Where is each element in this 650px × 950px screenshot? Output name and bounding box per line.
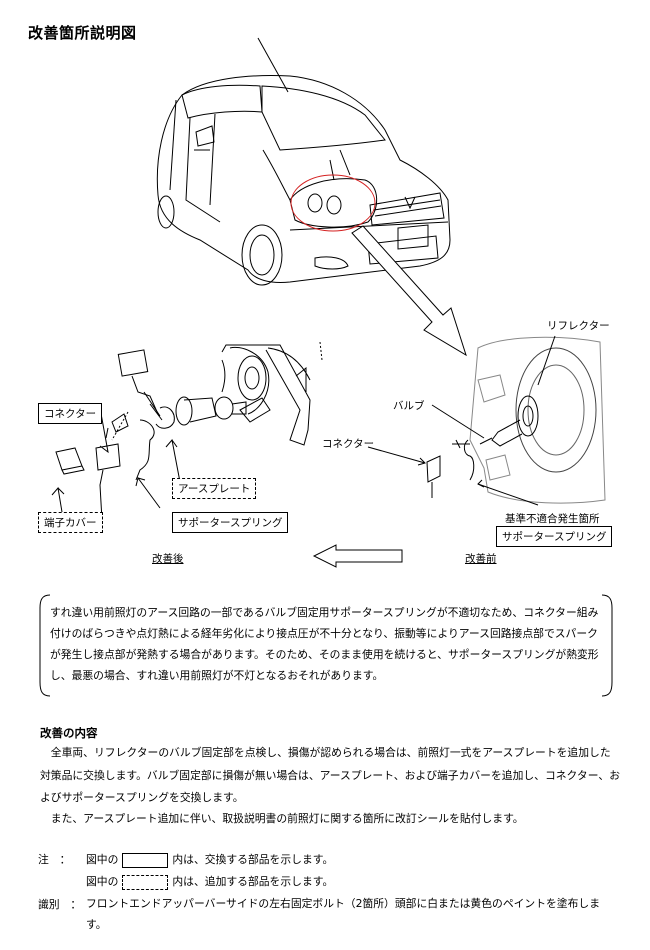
car-drawing	[156, 75, 451, 286]
dashed-box-swatch	[122, 874, 169, 890]
zoom-arrow	[351, 225, 467, 357]
label-earth-plate: アースプレート	[172, 478, 257, 499]
label-origin: 基準不適合発生箇所	[505, 513, 600, 525]
note-line-2-pre: 図中の	[86, 875, 119, 888]
before-detail-drawing	[367, 335, 606, 506]
bulb-leader	[431, 404, 485, 439]
improvement-heading: 改善の内容	[40, 726, 98, 740]
note-line-1-post: 内は、交換する部品を示します。	[172, 853, 334, 866]
caption-after: 改善後	[152, 553, 184, 565]
note-line-2: 図中の 内は、追加する部品を示します。	[86, 873, 333, 890]
label-connector-after: コネクター	[38, 403, 103, 424]
note-line-1-pre: 図中の	[86, 853, 119, 866]
diagram-illustration	[51, 37, 606, 568]
reflector-leader	[537, 335, 556, 386]
solid-box-swatch	[122, 852, 169, 868]
note-line-1: 図中の 内は、交換する部品を示します。	[86, 851, 333, 868]
after-arrow	[312, 544, 403, 568]
highlight-circle	[290, 174, 376, 232]
cover-leader	[51, 486, 65, 513]
pointer-line	[257, 37, 289, 93]
identification-label: 識別 ：	[38, 898, 82, 911]
connector-leader-after	[99, 407, 109, 454]
identification-text: フロントエンドアッパーバーサイドの左右固定ボルト（2箇所）頭部に白または黄色のペ…	[86, 897, 600, 931]
improvement-paragraph-1: 全車両、リフレクターのバルブ固定部を点検し、損傷が認められる場合は、前照灯一式を…	[40, 746, 621, 804]
label-reflector: リフレクター	[547, 320, 610, 332]
note-line-2-post: 内は、追加する部品を示します。	[172, 875, 334, 888]
caption-before: 改善前	[465, 553, 497, 565]
plate-leader	[165, 438, 181, 483]
label-terminal-cover: 端子カバー	[38, 512, 103, 533]
spring-leader	[477, 483, 539, 506]
connector-leader	[367, 446, 426, 464]
note-label: 注 ：	[38, 853, 71, 866]
improvement-paragraph-2: また、アースプレート追加に伴い、取扱説明書の前照灯に関する箇所に改訂シールを貼付…	[50, 812, 524, 825]
spring-leader-after	[135, 476, 161, 509]
label-connector-before: コネクター	[322, 438, 375, 450]
page-title: 改善箇所説明図	[28, 24, 137, 42]
label-spring-after: サポータースプリング	[172, 512, 289, 533]
label-bulb: バルブ	[393, 400, 425, 412]
description-text: すれ違い用前照灯のアース回路の一部であるバルブ固定用サポータースプリングが不適切…	[50, 606, 599, 682]
after-detail-drawing	[51, 341, 323, 521]
description-bracket	[39, 594, 613, 697]
label-spring-before: サポータースプリング	[496, 526, 613, 547]
